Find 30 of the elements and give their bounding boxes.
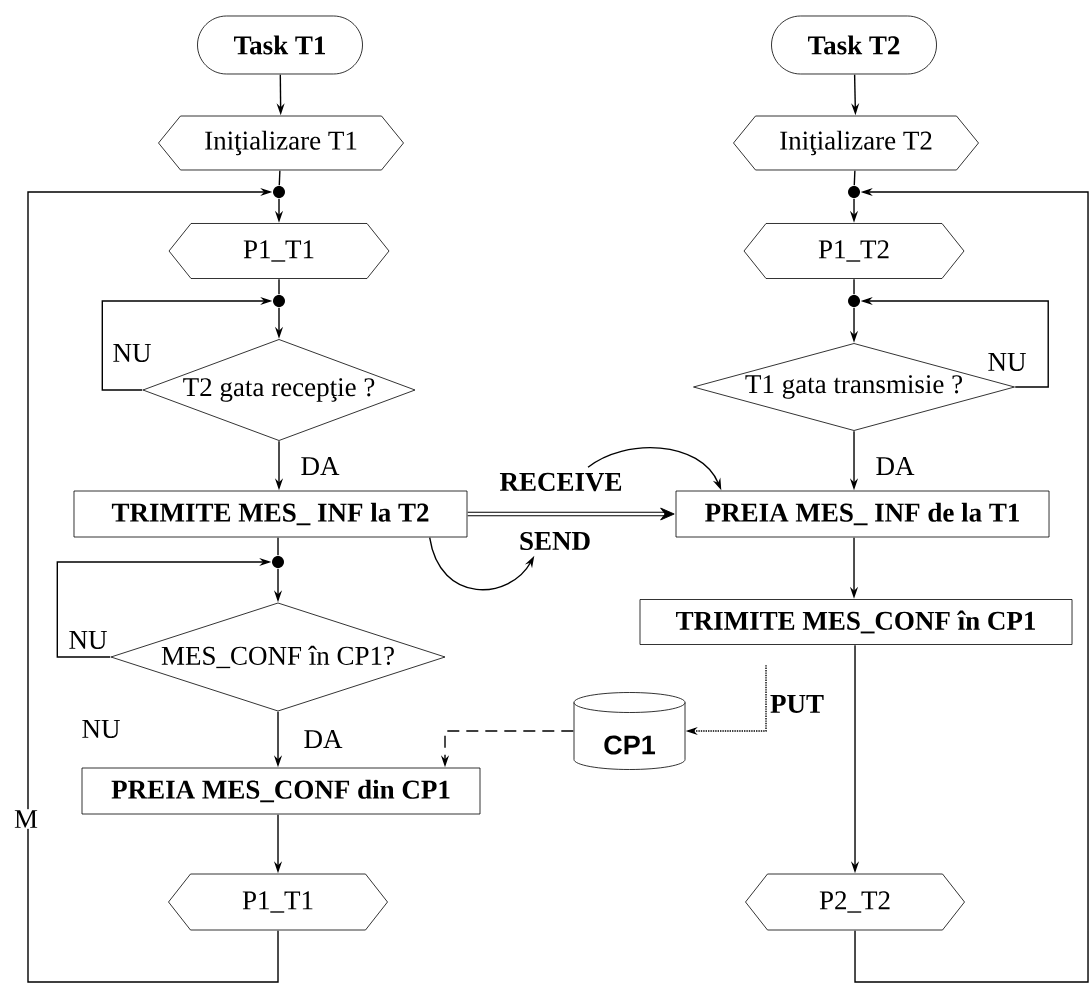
connector-line bbox=[278, 170, 281, 186]
process-box: TRIMITE MES_ INF la T2 bbox=[73, 490, 468, 538]
connector-line bbox=[853, 170, 856, 186]
preparation-hexagon: P1_T1 bbox=[168, 873, 388, 931]
edge-label: M bbox=[13, 809, 39, 829]
start-terminal: Task T2 bbox=[771, 15, 937, 75]
branch-label: NU bbox=[82, 720, 120, 738]
process-box: TRIMITE MES_CONF în CP1 bbox=[639, 599, 1073, 645]
arrow bbox=[27, 187, 279, 983]
preparation-hexagon: P1_T1 bbox=[168, 223, 390, 279]
connector-line bbox=[277, 537, 279, 556]
preparation-hexagon: P1_T2 bbox=[743, 223, 965, 279]
start-terminal: Task T1 bbox=[197, 15, 363, 75]
operation-label: SEND bbox=[520, 531, 590, 551]
edge-label: DA bbox=[874, 456, 916, 476]
edge-label: DA bbox=[299, 456, 341, 476]
node-label: CP1 bbox=[604, 735, 656, 755]
preparation-hexagon: Iniţializare T1 bbox=[158, 115, 404, 171]
process-box: PREIA MES_ INF de la T1 bbox=[675, 490, 1050, 538]
edge-label: NU bbox=[67, 630, 109, 650]
preparation-hexagon: Iniţializare T2 bbox=[733, 115, 979, 171]
connector-line bbox=[853, 278, 855, 295]
preparation-hexagon: P2_T2 bbox=[745, 873, 965, 931]
edge-label: PUT bbox=[769, 694, 825, 714]
process-box: PREIA MES_CONF din CP1 bbox=[81, 767, 481, 815]
operation-label: RECEIVE bbox=[499, 472, 622, 492]
edge-label: DA bbox=[302, 729, 344, 749]
storage-cylinder: CP1 bbox=[573, 692, 686, 770]
arrow bbox=[467, 507, 675, 521]
connector-line bbox=[278, 278, 280, 295]
